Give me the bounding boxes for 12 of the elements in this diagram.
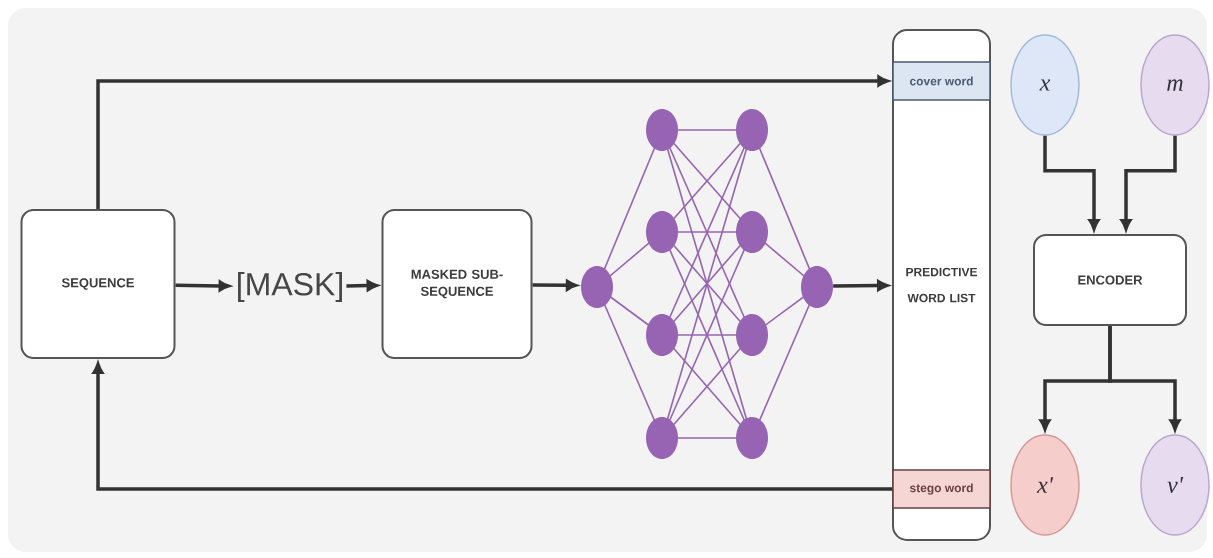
arrow bbox=[92, 362, 893, 491]
neural-network-drawing bbox=[581, 109, 833, 459]
arrow bbox=[96, 75, 889, 209]
arrow bbox=[1120, 135, 1177, 231]
arrow bbox=[1108, 326, 1181, 431]
process-box: SEQUENCE bbox=[20, 209, 176, 359]
mask-token: [MASK] bbox=[238, 272, 342, 302]
arrow bbox=[1043, 135, 1100, 231]
process-box: MASKED SUB-SEQUENCE bbox=[381, 209, 533, 359]
word-band: cover word bbox=[892, 61, 991, 101]
word-band: stego word bbox=[892, 469, 991, 509]
process-box: ENCODER bbox=[1033, 234, 1187, 326]
